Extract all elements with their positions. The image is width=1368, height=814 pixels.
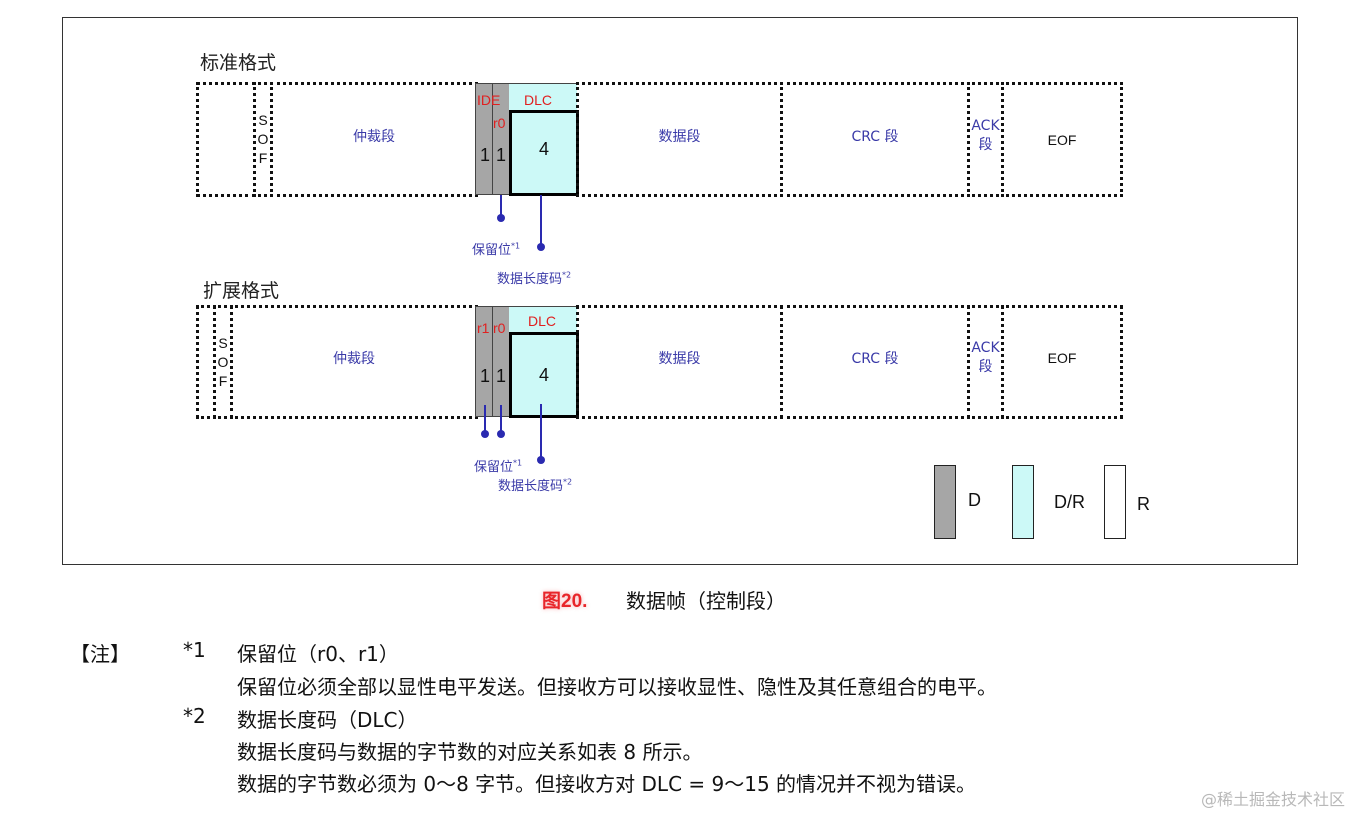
note-1-body: 保留位必须全部以显性电平发送。但接收方可以接收显性、隐性及其任意组合的电平。 (237, 675, 997, 699)
diagram-frame (62, 17, 1298, 565)
ext-r1-value: 1 (480, 366, 491, 386)
std-r0-value: 1 (496, 145, 507, 165)
ext-dlc-header (509, 306, 577, 333)
ext-r1-leader (484, 405, 486, 432)
std-arbitration-label: 仲裁段 (353, 128, 395, 145)
ext-dlc-note: 数据长度码*2 (498, 477, 573, 494)
legend-d-swatch (934, 465, 956, 539)
std-dlc-box: 4 (509, 110, 579, 196)
std-dlc-label: DLC (524, 92, 553, 108)
std-reserved-note: 保留位*1 (472, 241, 521, 258)
std-idle-field (196, 82, 256, 197)
legend-dr-label: D/R (1054, 492, 1085, 512)
std-reserved-leader (500, 195, 502, 217)
ext-r1-dot (481, 430, 489, 438)
ext-dlc-dot (537, 456, 545, 464)
ext-reserved-note: 保留位*1 (474, 458, 523, 475)
legend-dr-swatch (1012, 465, 1034, 539)
ext-dlc-label: DLC (528, 313, 557, 329)
extended-format-title: 扩展格式 (203, 280, 280, 302)
ext-dlc-box: 4 (509, 332, 579, 418)
ext-dlc-leader (540, 404, 542, 459)
ext-eof-label: EOF (1047, 350, 1077, 366)
figure-number: 图20. (542, 591, 588, 612)
ext-data-field: 数据段 (576, 305, 783, 419)
standard-format-title: 标准格式 (200, 52, 277, 74)
std-crc-label: CRC 段 (851, 128, 899, 145)
std-ide-label: IDE (477, 92, 501, 108)
ext-r0-value: 1 (496, 366, 507, 386)
legend-r-swatch (1104, 465, 1126, 539)
legend-d-label: D (968, 490, 981, 510)
note-1-mark: *1 (183, 638, 206, 662)
notes-label: 【注】 (70, 642, 130, 666)
ext-data-label: 数据段 (658, 351, 701, 367)
ext-r0-dot (497, 430, 505, 438)
note-2-body-2: 数据的字节数必须为 0～8 字节。但接收方对 DLC = 9～15 的情况并不视… (237, 772, 977, 796)
std-arbitration-field: 仲裁段 (270, 82, 478, 197)
figure-caption: 数据帧（控制段） (626, 589, 786, 613)
watermark: @稀土掘金技术社区 (1201, 790, 1346, 809)
std-reserved-dot (497, 214, 505, 222)
note-1-title: 保留位（r0、r1） (237, 642, 399, 666)
std-r0-label: r0 (493, 115, 506, 131)
note-2-title: 数据长度码（DLC） (237, 708, 418, 732)
ext-arbitration-label: 仲裁段 (333, 351, 375, 367)
std-crc-field: CRC 段 (780, 82, 970, 197)
std-dlc-dot (537, 243, 545, 251)
std-data-label: 数据段 (658, 128, 701, 145)
std-dlc-note: 数据长度码*2 (497, 270, 572, 287)
note-2-body-1: 数据长度码与数据的字节数的对应关系如表 8 所示。 (237, 740, 703, 764)
legend-r-label: R (1137, 494, 1150, 514)
ext-r0-leader (500, 405, 502, 432)
ext-crc-label: CRC 段 (851, 351, 899, 367)
ext-crc-field: CRC 段 (780, 305, 970, 419)
std-data-field: 数据段 (576, 82, 783, 197)
std-eof-label: EOF (1047, 131, 1077, 148)
ext-eof-field: EOF (1001, 305, 1123, 419)
ext-arbitration-field: 仲裁段 (230, 305, 478, 419)
ext-r1-label: r1 (477, 320, 490, 336)
std-dlc-leader (540, 195, 542, 245)
std-ide-value: 1 (480, 145, 491, 165)
std-dlc-header (509, 83, 577, 111)
ext-r0-label: r0 (493, 320, 506, 336)
std-eof-field: EOF (1001, 82, 1123, 197)
note-2-mark: *2 (183, 704, 206, 728)
